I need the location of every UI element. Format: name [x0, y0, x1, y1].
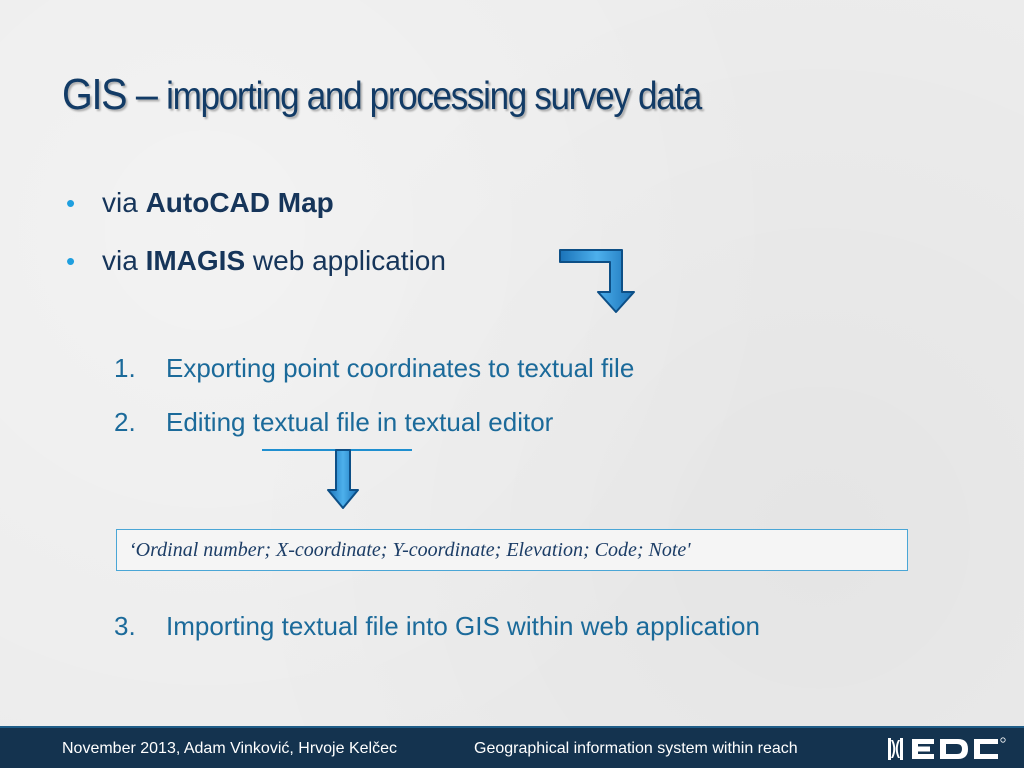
- footer-tagline: Geographical information system within r…: [474, 740, 798, 757]
- footer-bar: November 2013, Adam Vinković, Hrvoje Kel…: [0, 726, 1024, 768]
- bullet-list: • via AutoCAD Map • via IMAGIS web appli…: [66, 183, 446, 299]
- bullet-suffix: web application: [245, 245, 446, 276]
- slide-title-sub: importing and processing survey data: [166, 75, 702, 118]
- down-arrow-icon: [327, 449, 359, 509]
- footer-date-authors: November 2013, Adam Vinković, Hrvoje Kel…: [62, 740, 397, 757]
- step-item-3: 3. Importing textual file into GIS within…: [114, 608, 760, 662]
- bullet-item-autocad: • via AutoCAD Map: [66, 183, 446, 241]
- step-text: Importing textual file into GIS within w…: [166, 611, 760, 641]
- step-number: 3.: [114, 611, 136, 641]
- step-text: Exporting point coordinates to textual f…: [166, 353, 635, 383]
- step-number: 1.: [114, 353, 136, 383]
- step-list-top: 1. Exporting point coordinates to textual…: [114, 350, 634, 458]
- bullet-bold: IMAGIS: [145, 245, 246, 276]
- slide-title: GIS – importing and processing survey da…: [62, 70, 702, 120]
- step-text: Editing textual file in textual editor: [166, 407, 554, 437]
- bullet-dot-icon: •: [66, 188, 76, 218]
- format-box: ‘Ordinal number; X-coordinate; Y-coordin…: [116, 529, 908, 571]
- slide-title-main: GIS –: [62, 70, 167, 119]
- bullet-dot-icon: •: [66, 246, 76, 276]
- step-number: 2.: [114, 407, 136, 437]
- bent-arrow-down-icon: [559, 249, 635, 313]
- bullet-prefix: via: [102, 245, 146, 276]
- step-list-bottom: 3. Importing textual file into GIS within…: [114, 608, 760, 662]
- bullet-bold: AutoCAD Map: [145, 187, 334, 218]
- edc-logo-icon: [888, 737, 1006, 760]
- bullet-item-imagis: • via IMAGIS web application: [66, 241, 446, 299]
- step-item-2: 2. Editing textual file in textual editor: [114, 404, 634, 458]
- step-item-1: 1. Exporting point coordinates to textual…: [114, 350, 634, 404]
- bullet-prefix: via: [102, 187, 146, 218]
